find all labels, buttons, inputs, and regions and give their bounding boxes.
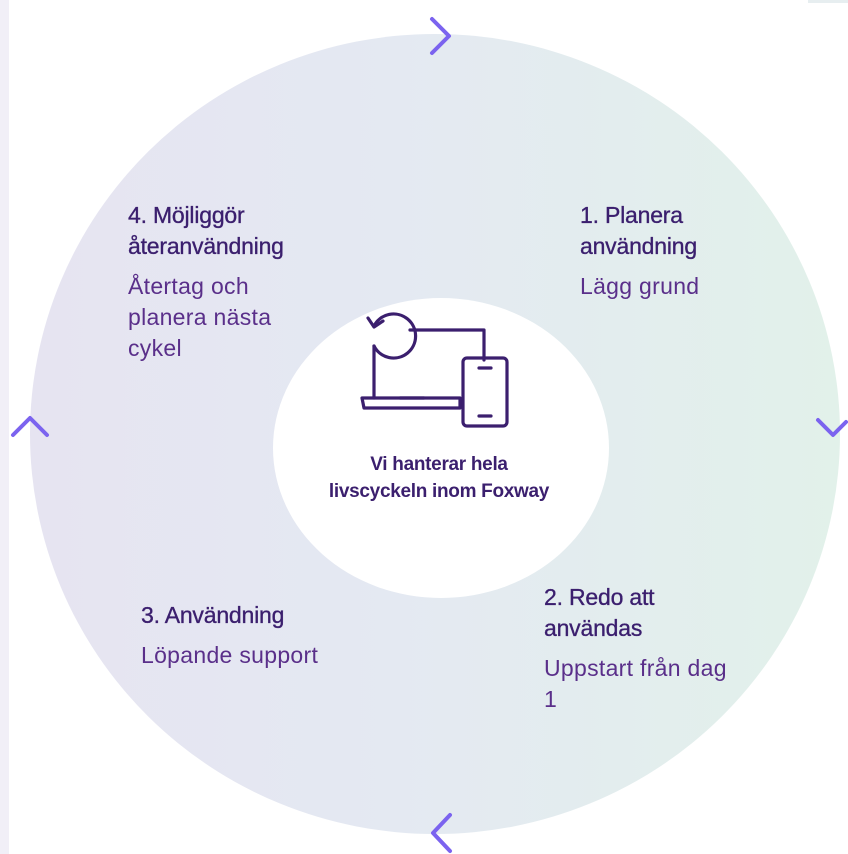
edge-decoration: [808, 0, 848, 3]
chevron-down-icon: [814, 414, 848, 440]
step-2-description: Uppstart från dag 1: [544, 655, 727, 712]
step-1-title: 1. Planera användning: [580, 202, 698, 259]
device-lifecycle-icon: [360, 312, 509, 428]
center-circle: [273, 298, 609, 598]
chevron-up-icon: [8, 412, 52, 440]
step-4: 4. Möjliggör återanvändning Återtag och …: [128, 200, 348, 364]
step-2: 2. Redo att användas Uppstart från dag 1: [544, 582, 744, 715]
step-3-title: 3. Användning: [141, 602, 285, 628]
step-3-description: Löpande support: [141, 642, 319, 668]
step-2-title: 2. Redo att användas: [544, 584, 655, 641]
page-left-strip: [0, 0, 9, 854]
chevron-right-icon: [428, 16, 454, 56]
step-4-title: 4. Möjliggör återanvändning: [128, 202, 284, 259]
chevron-left-icon: [428, 812, 454, 854]
center-caption: Vi hanterar hela livscyckeln inom Foxway: [328, 454, 550, 502]
step-4-description: Återtag och planera nästa cykel: [128, 273, 272, 361]
step-3: 3. Användning Löpande support: [141, 600, 381, 671]
step-1-description: Lägg grund: [580, 273, 700, 299]
step-1: 1. Planera användning Lägg grund: [580, 200, 780, 302]
